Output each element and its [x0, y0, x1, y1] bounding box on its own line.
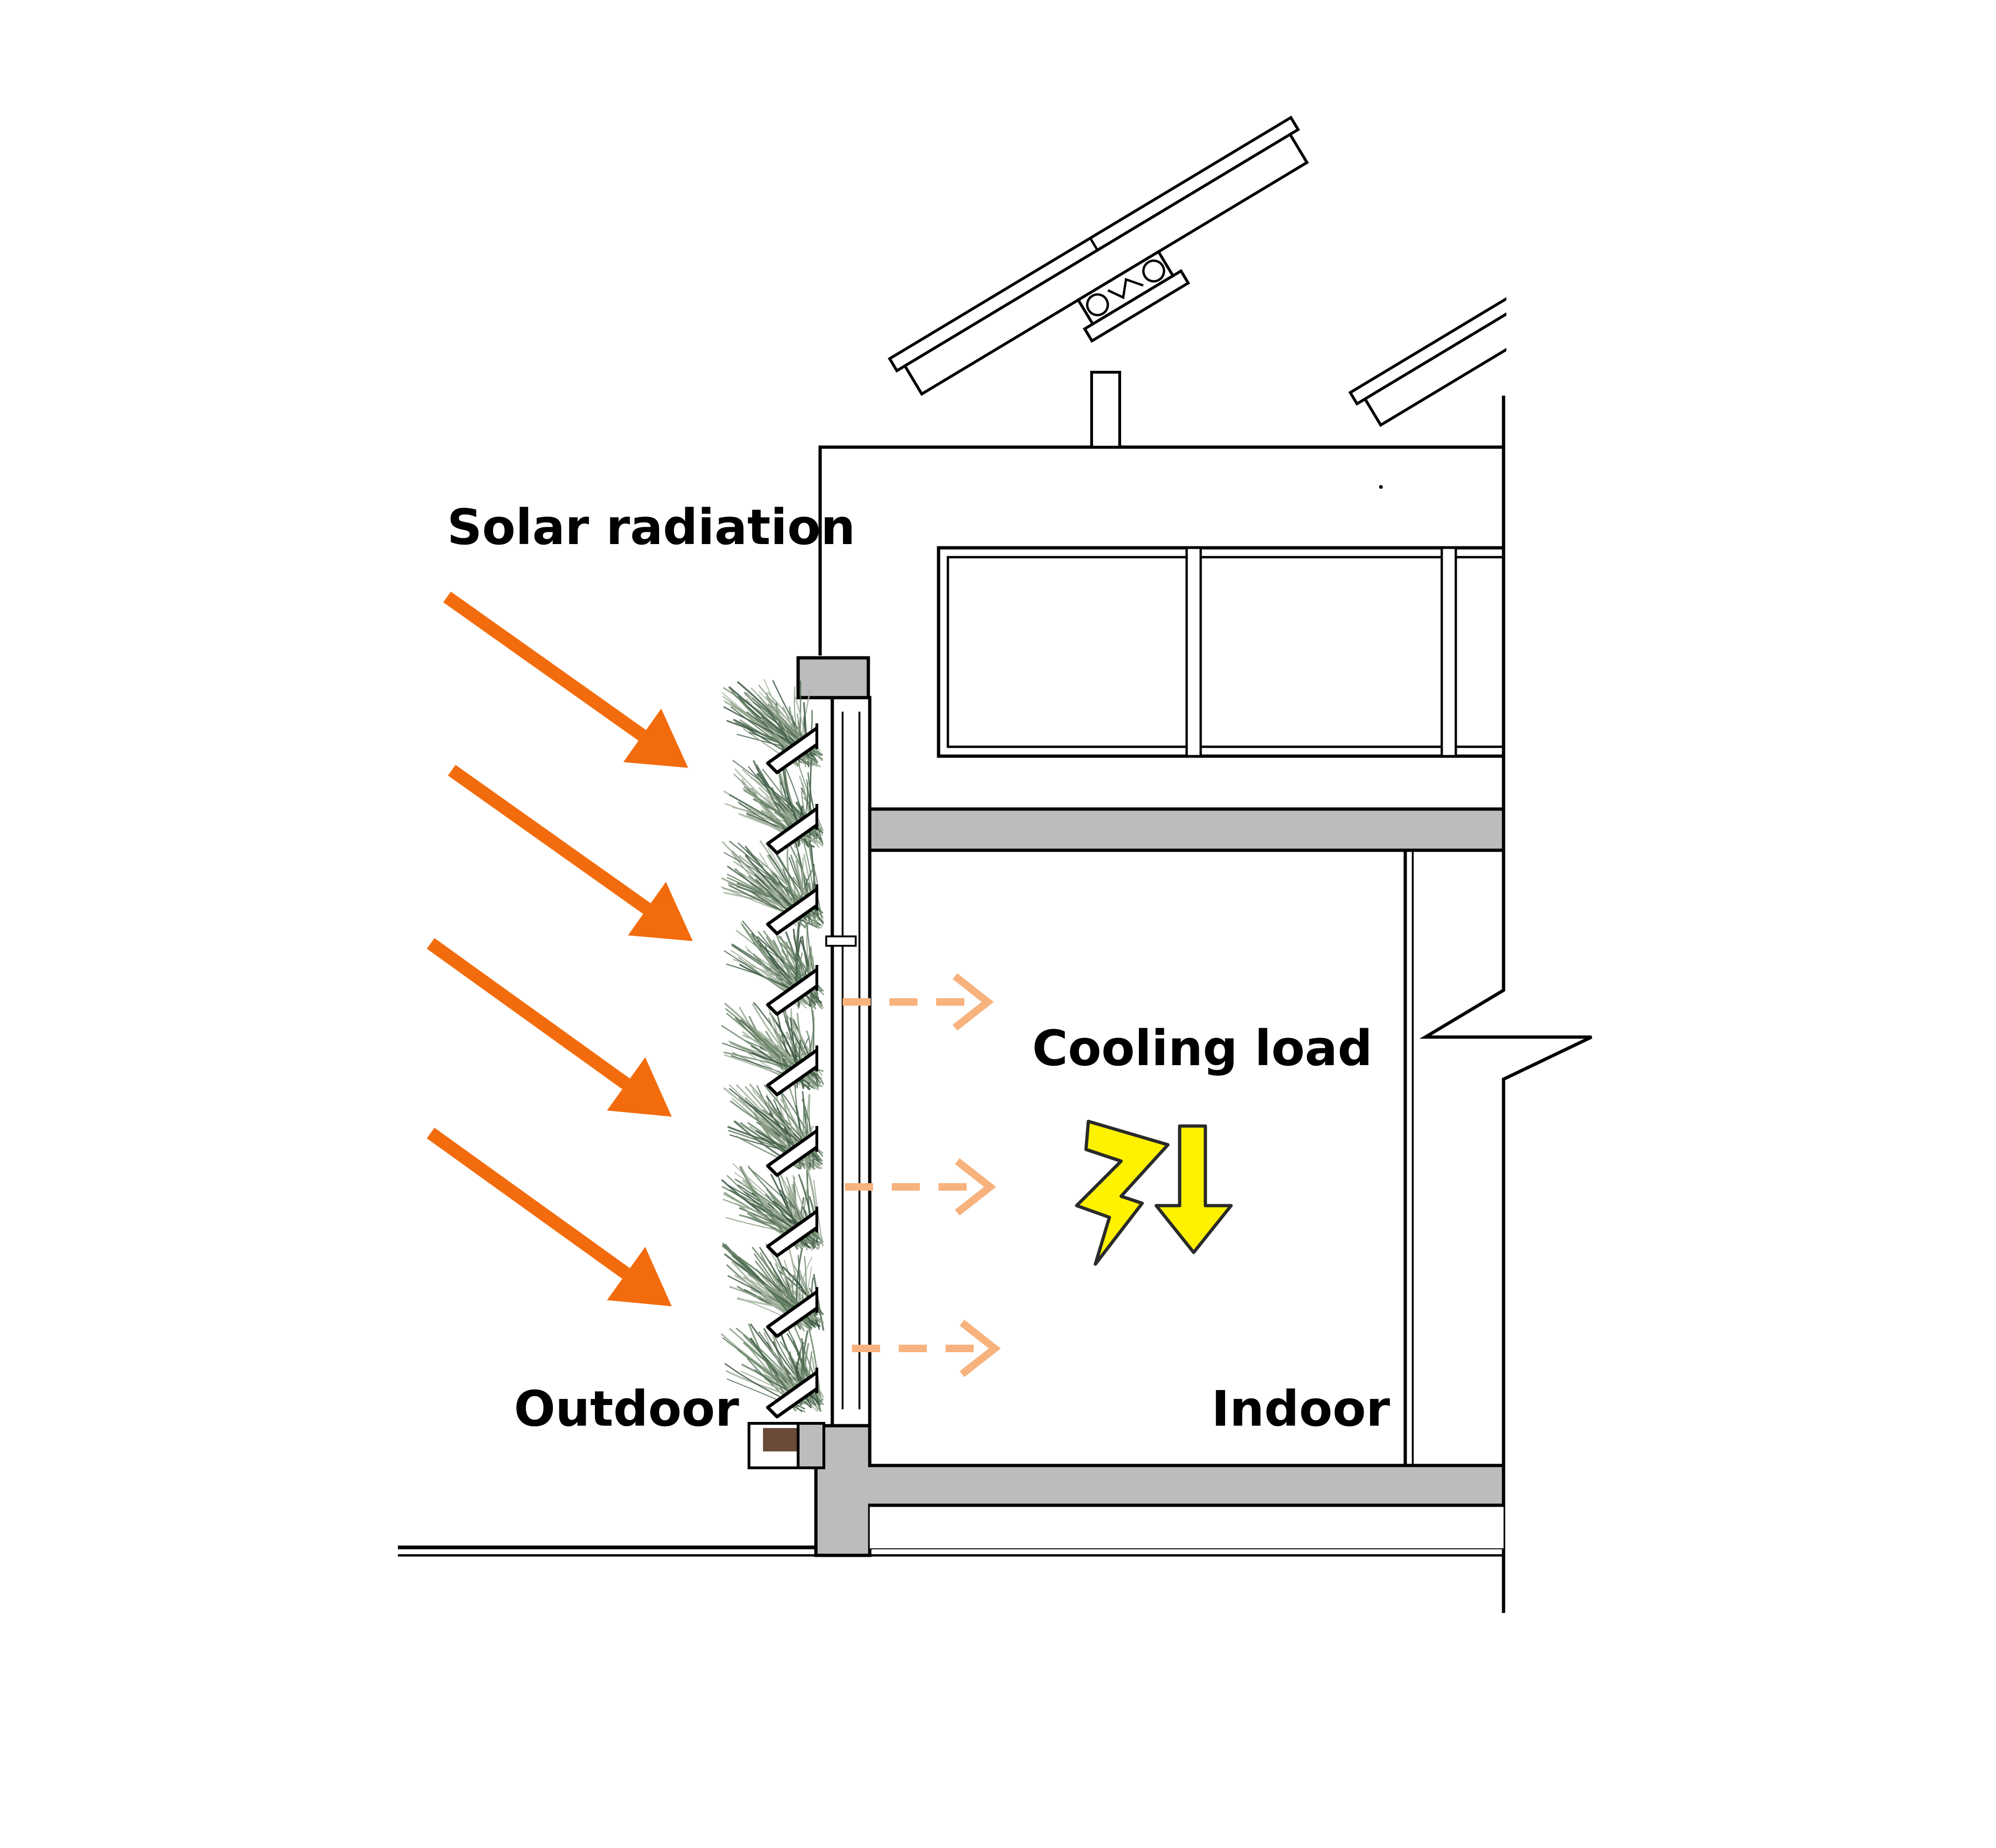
planter-pot — [766, 804, 818, 855]
heat-flow-arrows — [843, 973, 1001, 1377]
planter-brackets — [766, 723, 818, 1419]
orange-arrow-icon — [426, 1127, 672, 1306]
planter-pot — [766, 884, 818, 935]
upper-storey — [818, 445, 1505, 758]
grass-tuft — [723, 759, 824, 848]
ground-line — [398, 1546, 1503, 1557]
planter-pot — [766, 1126, 818, 1177]
planter-pot — [766, 1287, 818, 1338]
floor-slab-ground — [814, 1424, 1505, 1557]
orange-arrow-icon — [426, 938, 672, 1117]
cooling-load-label: Cooling load — [1032, 1020, 1372, 1077]
solar-panel-icon — [888, 115, 1694, 449]
dashed-arrow-icon — [845, 1158, 996, 1216]
grass-tuft — [724, 920, 824, 1010]
grass-tuft — [721, 1242, 825, 1332]
planter-pot — [766, 723, 818, 774]
grass-tuft — [721, 1163, 824, 1251]
orange-arrow-icon — [448, 765, 693, 941]
clerestory-window — [937, 546, 1505, 758]
lightning-down-arrow-icon — [1075, 1119, 1233, 1266]
interior-partition — [1403, 850, 1414, 1465]
section-break-line — [1419, 396, 1592, 1613]
orange-arrow-icon — [443, 591, 688, 768]
dashed-arrow-icon — [852, 1319, 1001, 1377]
planter-pot — [766, 1045, 818, 1097]
grass-tuft — [723, 1081, 824, 1171]
indoor-label: Indoor — [1211, 1380, 1390, 1437]
planter-pot — [766, 1207, 818, 1258]
dashed-arrow-icon — [843, 973, 994, 1031]
planter-pot — [766, 1368, 818, 1419]
solar-radiation-label: Solar radiation — [447, 499, 855, 556]
outdoor-label: Outdoor — [514, 1380, 739, 1437]
solar-radiation-arrows — [426, 591, 693, 1306]
grass-tuft — [721, 1001, 824, 1091]
lightning-icon — [1075, 1119, 1170, 1266]
floor-slab-upper — [868, 807, 1505, 852]
grass-tuft — [720, 840, 824, 929]
planter-pot — [766, 965, 818, 1016]
down-arrow-icon — [1154, 1124, 1233, 1254]
facade-window — [748, 656, 872, 1469]
